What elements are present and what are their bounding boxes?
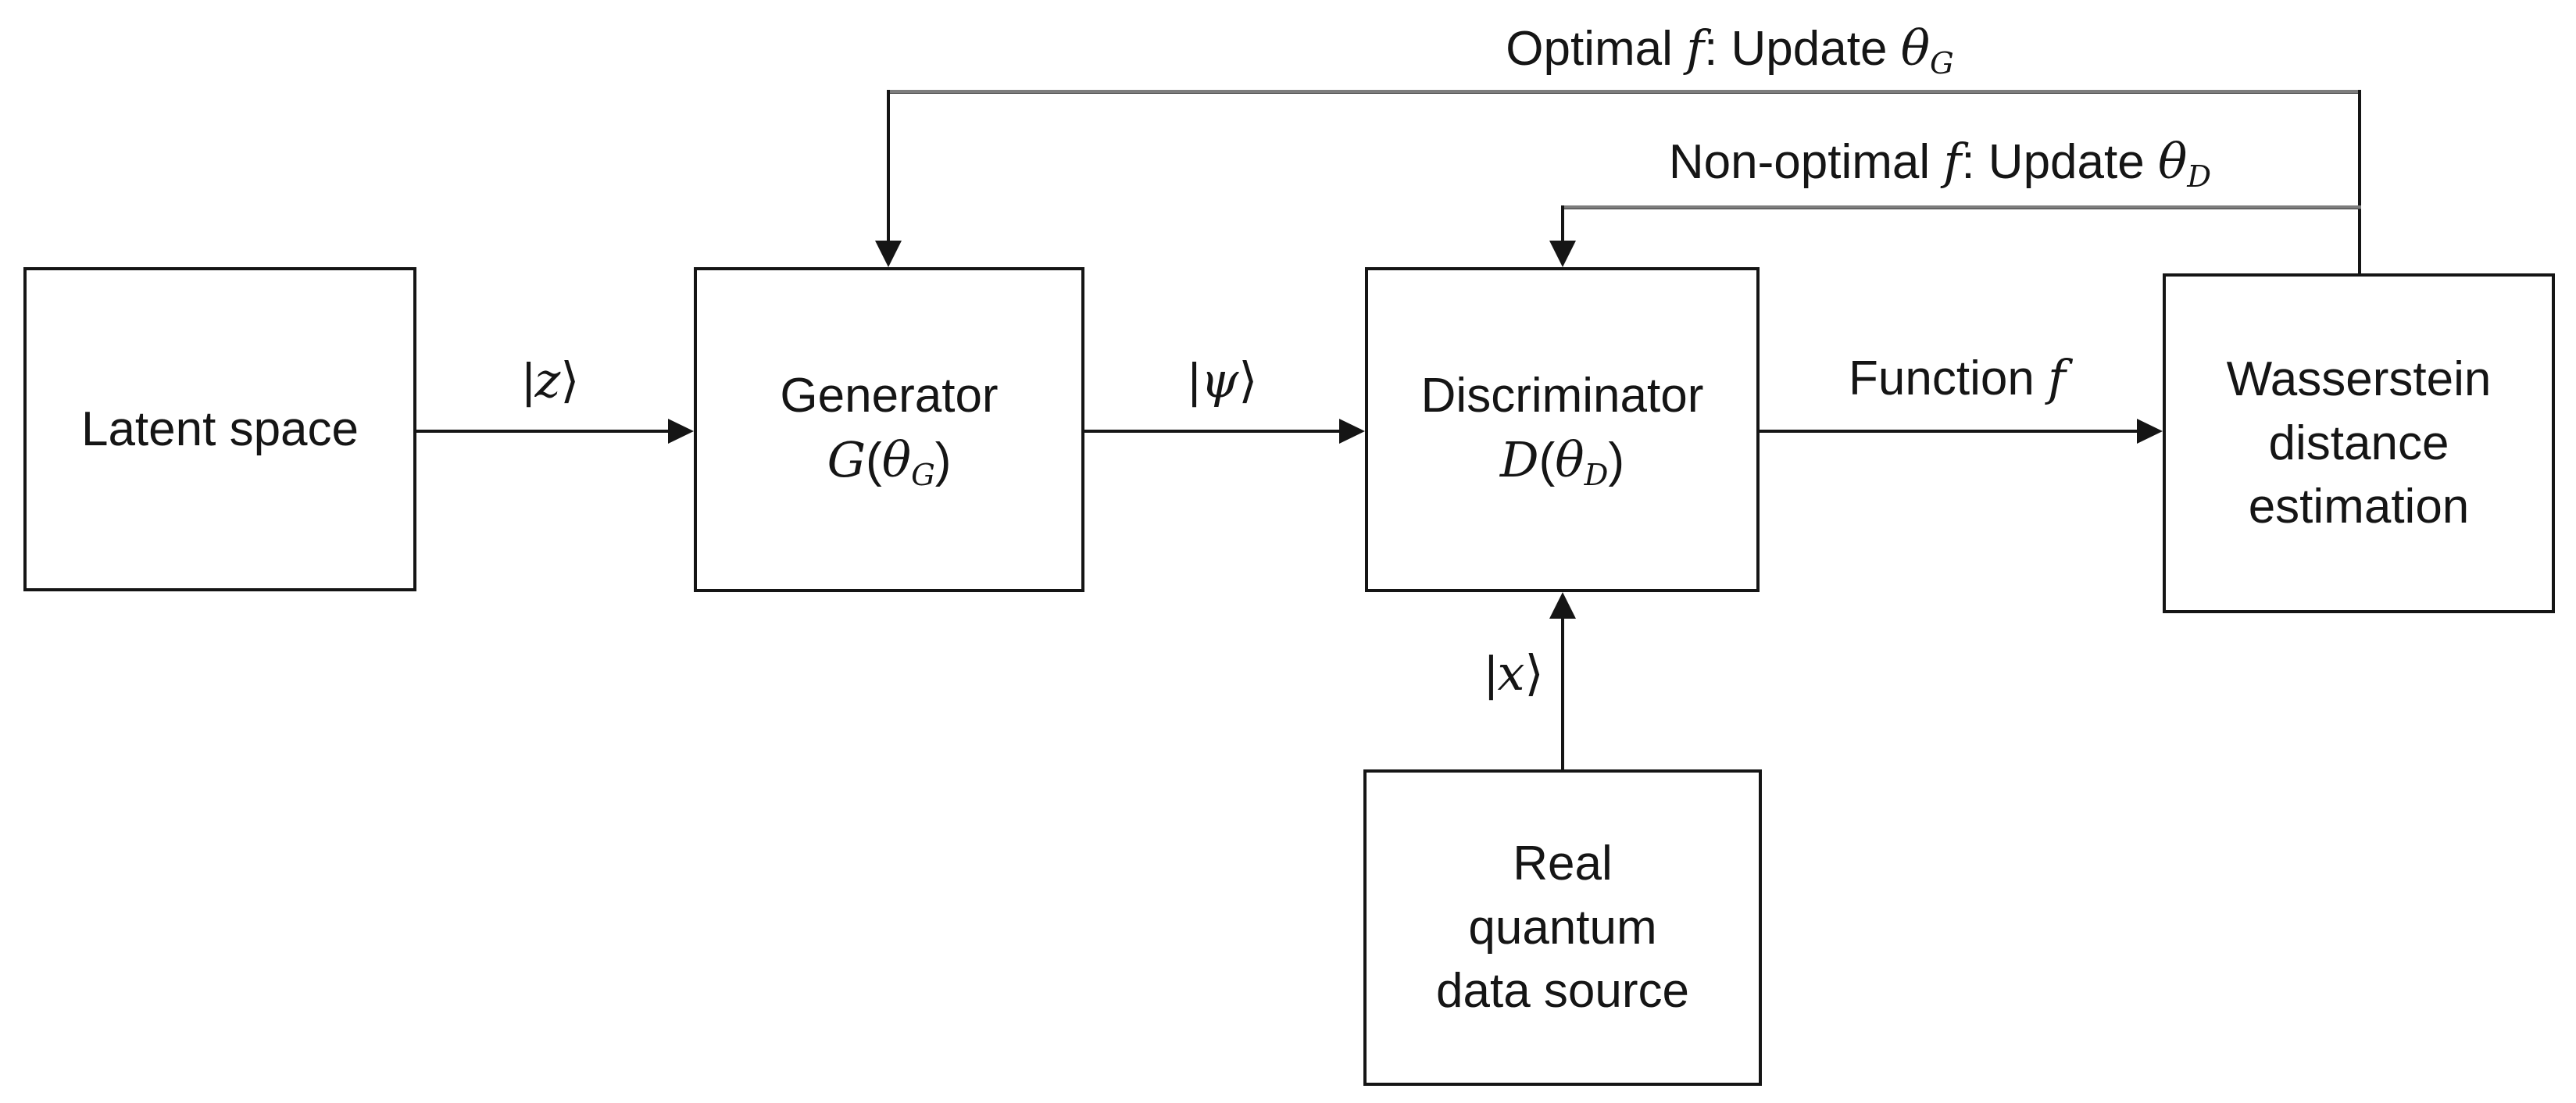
- wasserstein-label-line2: distance: [2268, 416, 2449, 470]
- real-data-source-box: Real quantum data source: [1363, 769, 1762, 1086]
- wasserstein-label: Wasserstein distance estimation: [2227, 348, 2492, 539]
- function-f-edge-arrowhead-icon: [2137, 419, 2163, 444]
- z-edge-arrowhead-icon: [668, 419, 694, 444]
- wasserstein-feedback-vline: [2358, 90, 2361, 275]
- latent-space-label: Latent space: [80, 402, 359, 456]
- nonoptimal-feedback-hline: [1563, 205, 2361, 209]
- function-f-edge-label: Function f: [1849, 349, 2066, 406]
- x-edge-arrowhead-icon: [1549, 592, 1576, 619]
- z-edge-line: [416, 430, 672, 433]
- real-data-source-label: Real quantum data source: [1436, 832, 1689, 1023]
- real-data-source-line3: data source: [1436, 964, 1689, 1019]
- psi-edge-label: |ψ⟩: [1188, 352, 1258, 409]
- function-f-edge-line: [1760, 430, 2137, 433]
- z-edge-label: |z⟩: [522, 352, 580, 409]
- discriminator-label-math: D(θD): [1499, 430, 1625, 493]
- x-edge-line: [1561, 617, 1564, 769]
- optimal-feedback-label: Optimal f: Update θG: [1506, 20, 1954, 81]
- generator-box: Generator G(θG): [694, 267, 1084, 592]
- wasserstein-box: Wasserstein distance estimation: [2163, 273, 2555, 613]
- x-edge-label: |x⟩: [1485, 644, 1544, 701]
- nonoptimal-feedback-label: Non-optimal f: Update θD: [1668, 133, 2212, 195]
- nonoptimal-feedback-arrowhead-icon: [1549, 241, 1576, 267]
- psi-edge-arrowhead-icon: [1339, 419, 1365, 444]
- real-data-source-line1: Real: [1513, 836, 1613, 891]
- wasserstein-label-line1: Wasserstein: [2226, 352, 2492, 406]
- generator-label: Generator G(θG): [780, 364, 998, 495]
- discriminator-box: Discriminator D(θD): [1365, 267, 1760, 592]
- optimal-feedback-hline: [888, 90, 2361, 94]
- optimal-feedback-arrowhead-icon: [875, 241, 902, 267]
- psi-edge-line: [1084, 430, 1339, 433]
- discriminator-label: Discriminator D(θD): [1421, 364, 1704, 495]
- generator-label-math: G(θG): [827, 430, 952, 493]
- real-data-source-line2: quantum: [1468, 900, 1657, 955]
- nonoptimal-feedback-vline: [1561, 205, 1564, 243]
- generator-label-line1: Generator: [780, 368, 999, 423]
- discriminator-label-line1: Discriminator: [1420, 368, 1704, 423]
- optimal-feedback-vline: [887, 90, 890, 243]
- wasserstein-label-line3: estimation: [2248, 480, 2470, 534]
- latent-space-box: Latent space: [23, 267, 416, 591]
